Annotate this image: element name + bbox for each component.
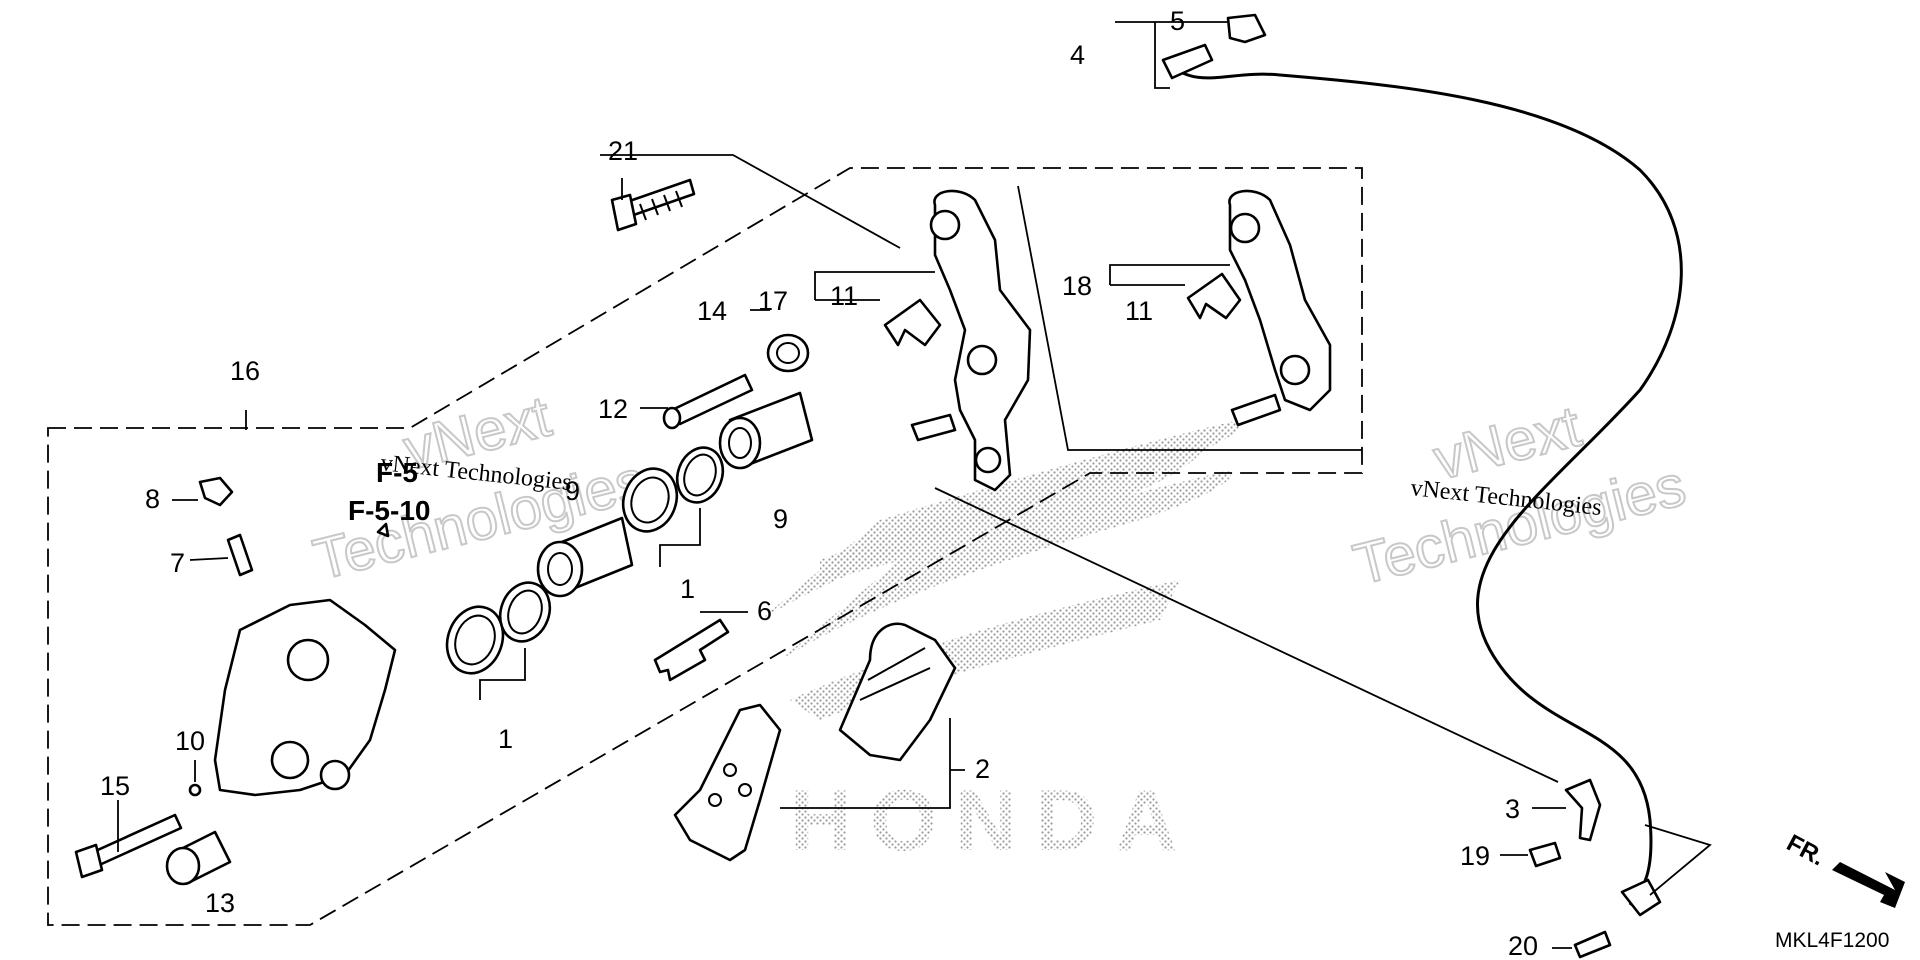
abs-sensor-wire [1169,63,1683,917]
caliper-bracket-17 [910,189,1032,492]
diagram-code: MKL4F1200 [1775,929,1889,952]
callout-8: 8 [145,484,160,514]
pad-retainer-6 [653,618,730,682]
callout-17: 17 [758,286,788,316]
callout-3: 3 [1505,794,1520,824]
watermark-right: vNext Technologies vNext Technologies [1346,393,1692,599]
bolt-21 [610,178,696,232]
boot-14 [766,333,810,373]
watermark-brand-bottom-right: Technologies [1347,453,1691,598]
callout-2: 2 [975,754,990,784]
bolt-13 [165,830,232,886]
bleeder-7 [226,533,254,577]
bracket-inner-box [1017,185,1362,451]
reference-label: F-5-10 [348,495,430,526]
reference-arrow [376,522,390,538]
direction-indicator: FR. [1782,829,1905,908]
callout-19: 19 [1460,841,1490,871]
honda-wing-logo: HONDA [760,420,1242,869]
callout-20: 20 [1508,931,1538,960]
caliper-assembly-box [47,167,1363,926]
callout-4: 4 [1070,40,1085,70]
bolt-15 [74,813,183,879]
callout-15: 15 [100,771,130,801]
callout-16: 16 [230,356,260,386]
callout-6: 6 [757,596,772,626]
connector-5 [1226,13,1267,44]
clamp-3 [1564,778,1602,842]
bolt-19 [1528,841,1562,868]
callout-11-left: 11 [830,281,858,311]
watermark-brand-top-right: vNext [1427,394,1587,493]
brake-pad-2-rear [673,703,782,862]
connector-4 [1161,43,1214,80]
direction-label: FR. [1782,829,1829,871]
callouts: 5 4 21 17 11 18 11 14 12 16 9 9 8 7 1 6 … [100,6,1538,960]
seal-set-1-lower [445,581,552,675]
leader-lines [117,21,1712,949]
callout-9-right: 9 [773,504,788,534]
caliper-bracket-18 [1228,189,1332,427]
pad-spring-11-right [1186,272,1242,320]
callout-11-right: 11 [1125,296,1153,326]
bolt-20 [1573,930,1612,959]
callout-14: 14 [697,296,727,326]
callout-21: 21 [608,136,638,166]
callout-9-left: 9 [565,476,580,506]
callout-12: 12 [598,394,628,424]
washer-10 [188,783,202,797]
callout-1-upper: 1 [680,574,695,604]
piston-9-left [536,516,634,598]
callout-13: 13 [205,888,235,918]
pad-spring-11-left [883,298,942,347]
reference-label-ghost: F-5 [376,457,418,488]
callout-10: 10 [175,726,205,756]
callout-1-lower: 1 [498,724,513,754]
fr-arrow-icon [1832,862,1905,908]
brake-pad-2-front [838,622,957,762]
piston-9-right [718,391,814,470]
caliper-body-16 [213,598,397,797]
pin-12 [662,373,754,430]
cap-8 [198,476,234,507]
callout-5: 5 [1170,6,1185,36]
callout-7: 7 [170,548,185,578]
callout-18: 18 [1062,271,1092,301]
leader-17-line [600,154,901,249]
honda-logo-text: HONDA [790,773,1195,869]
seal-set-1-upper [621,446,725,533]
